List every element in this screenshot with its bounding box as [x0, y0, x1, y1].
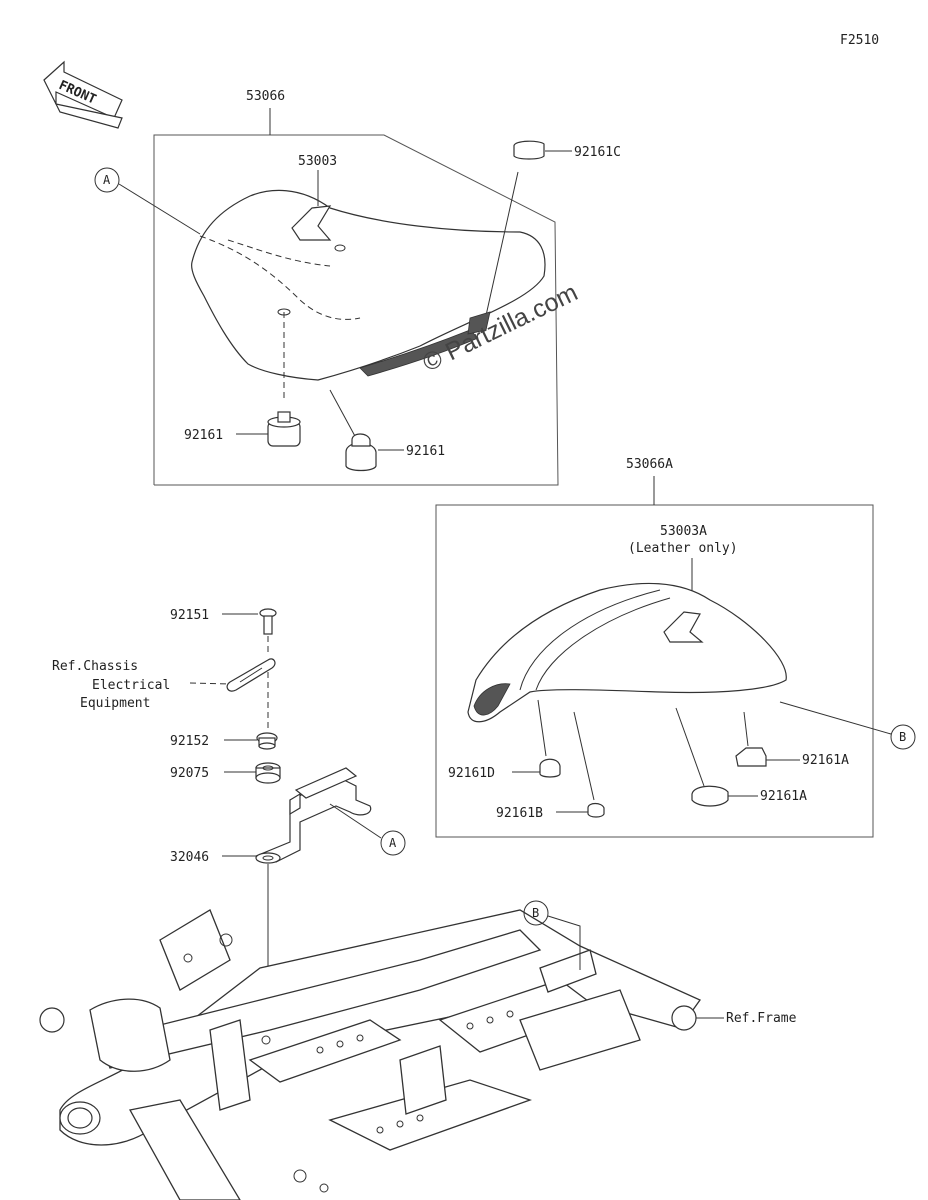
- damper-92161a-upper: 92161A: [735, 711, 849, 768]
- damper-92161c: 92161C: [467, 140, 621, 335]
- label-ref-frame: Ref.Frame: [726, 1011, 797, 1026]
- label-damper-92161b: 92161B: [496, 806, 543, 821]
- label-ref-chassis-1: Ref.Chassis: [52, 659, 138, 674]
- label-damper-92161c: 92161C: [574, 145, 621, 160]
- damper-92161a-lower: 92161A: [675, 707, 807, 807]
- damper-92161b: 92161B: [496, 711, 605, 821]
- collar-92152: 92152: [170, 732, 278, 750]
- label-grommet: 92075: [170, 766, 209, 781]
- seat-cover-a-tag: [663, 611, 704, 643]
- callout-b-right: [890, 724, 916, 750]
- label-collar: 92152: [170, 734, 209, 749]
- label-seat-assembly: 53066: [246, 89, 285, 104]
- damper-92161d: 92161D: [448, 699, 561, 781]
- seat-assembly-a-group: 53066A 53003A (Leather only) B 92161D 92…: [435, 457, 916, 838]
- label-damper-92161-left: 92161: [184, 428, 223, 443]
- grommet-92075: 92075: [170, 762, 281, 784]
- damper-92161-right: 92161: [329, 389, 445, 472]
- label-seat-assembly-a: 53066A: [626, 457, 673, 472]
- label-seat-cover-a-note: (Leather only): [628, 541, 738, 556]
- bolt-92151: 92151: [170, 608, 277, 635]
- callout-b-right-letter: B: [899, 730, 906, 744]
- callout-b-frame-letter: B: [532, 906, 539, 920]
- seat-assembly-box: [153, 134, 559, 486]
- label-damper-92161a-lower: 92161A: [760, 789, 807, 804]
- figure-code: F2510: [840, 33, 879, 48]
- callout-a-bracket: [380, 830, 406, 856]
- damper-92161-left: 92161: [184, 411, 301, 447]
- seat: [191, 189, 546, 381]
- label-damper-92161a-upper: 92161A: [802, 753, 849, 768]
- mounting-stack: 92151 Ref.Chassis Electrical Equipment 9…: [52, 608, 406, 1048]
- label-ref-chassis-3: Equipment: [80, 696, 150, 711]
- label-ref-chassis-2: Electrical: [92, 678, 170, 693]
- label-seat-cover-a: 53003A: [660, 524, 707, 539]
- strap: Ref.Chassis Electrical Equipment: [52, 658, 276, 711]
- label-seat-cover: 53003: [298, 154, 337, 169]
- label-damper-92161-right: 92161: [406, 444, 445, 459]
- callout-b-frame: [523, 900, 549, 926]
- callout-a-bracket-letter: A: [389, 836, 397, 850]
- label-bolt: 92151: [170, 608, 209, 623]
- label-bracket: 32046: [170, 850, 209, 865]
- bracket-32046: 32046 A: [170, 767, 406, 865]
- seat-a: [467, 582, 787, 723]
- frame: B Ref.Frame: [39, 900, 797, 1200]
- label-damper-92161d: 92161D: [448, 766, 495, 781]
- seat-assembly-group: 53066 53003 A 92161C 9216: [94, 89, 621, 486]
- seat-cover-tag: [291, 205, 332, 241]
- callout-a-top-letter: A: [103, 173, 111, 187]
- callout-a-top: [94, 167, 120, 193]
- front-arrow-icon: FRONT: [43, 60, 123, 129]
